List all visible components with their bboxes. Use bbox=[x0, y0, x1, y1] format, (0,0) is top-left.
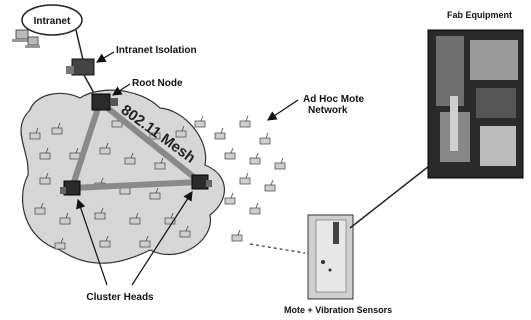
mote-icon bbox=[224, 147, 236, 160]
fab-equipment-label: Fab Equipment bbox=[447, 10, 512, 20]
root-node-label: Root Node bbox=[132, 78, 183, 89]
mote-icon bbox=[224, 192, 236, 205]
root-node bbox=[91, 93, 118, 111]
router-icon bbox=[66, 58, 95, 76]
computer-icon bbox=[12, 29, 30, 42]
mote-icon bbox=[239, 115, 251, 128]
mote-icon bbox=[259, 132, 271, 145]
mote-sensor-photo bbox=[307, 214, 354, 300]
fab-equipment-photo bbox=[427, 29, 524, 179]
mote-sensors-label: Mote + Vibration Sensors bbox=[284, 305, 392, 315]
cluster-head-right bbox=[191, 174, 212, 190]
intranet-label: Intranet bbox=[34, 16, 71, 27]
cluster-heads-label: Cluster Heads bbox=[86, 292, 154, 303]
mote-icon bbox=[264, 179, 276, 192]
computer-icon bbox=[25, 36, 40, 48]
mote-icon bbox=[274, 157, 286, 170]
intranet-cloud bbox=[21, 4, 83, 36]
mesh-links bbox=[69, 99, 203, 191]
mote-icon bbox=[249, 152, 261, 165]
intranet-isolation-label: Intranet Isolation bbox=[116, 45, 197, 56]
ad-hoc-label-line1: Ad Hoc Mote bbox=[303, 94, 365, 105]
cluster-head-left bbox=[60, 180, 81, 196]
mote-icon bbox=[194, 115, 206, 128]
ad-hoc-label-line2: Network bbox=[308, 105, 348, 116]
mote-icon bbox=[231, 229, 243, 242]
mote-icon bbox=[239, 172, 251, 185]
arrow-icon bbox=[267, 99, 299, 121]
mote-icon bbox=[214, 127, 226, 140]
mote-icon bbox=[249, 202, 261, 215]
